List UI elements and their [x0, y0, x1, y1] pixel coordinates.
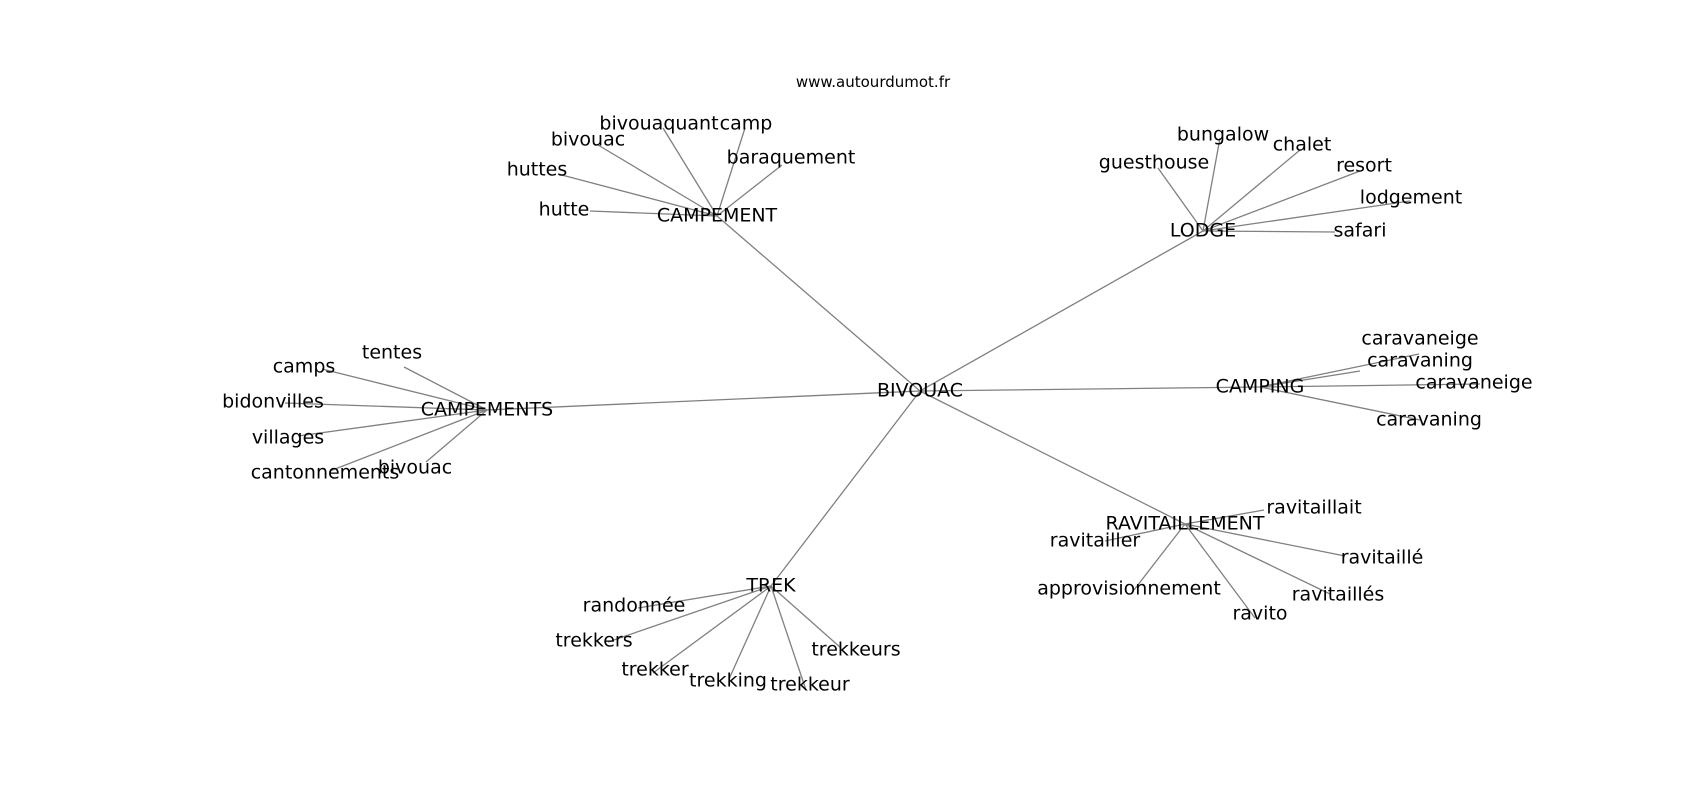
word-node[interactable]: bivouaquant [599, 113, 718, 135]
word-node[interactable]: approvisionnement [1037, 578, 1221, 600]
word-node[interactable]: bivouac [378, 457, 452, 479]
word-node[interactable]: ravito [1232, 603, 1287, 625]
edge-camping-leaf [1259, 386, 1421, 421]
edge-trek-leaf [652, 585, 772, 674]
graph-edges [284, 127, 1481, 691]
word-node[interactable]: caravaning [1376, 409, 1482, 431]
edge-camping-leaf [1259, 383, 1481, 388]
hub-node-campements[interactable]: CAMPEMENTS [421, 399, 553, 421]
hub-node-ravitaillement[interactable]: RAVITAILLEMENT [1106, 513, 1265, 535]
edge-lodge-leaf [1157, 167, 1204, 232]
word-node[interactable]: chalet [1273, 134, 1332, 156]
word-node[interactable]: caravaning [1367, 350, 1473, 372]
word-node[interactable]: hutte [539, 199, 590, 221]
edge-campements-leaf [425, 409, 488, 463]
edge-root-trek [770, 390, 921, 587]
word-node[interactable]: bungalow [1177, 124, 1269, 146]
word-node[interactable]: camps [273, 356, 336, 378]
edge-campements-leaf [297, 409, 488, 437]
word-node[interactable]: cantonnements [251, 462, 400, 484]
edge-camping-leaf [1259, 353, 1420, 388]
word-node[interactable]: lodgement [1360, 187, 1462, 209]
edge-ravitaillement-leaf [1184, 509, 1265, 525]
edge-campement-leaf [557, 173, 718, 217]
edge-ravitaillement-leaf [1104, 523, 1186, 542]
word-node[interactable]: caravaneige [1361, 328, 1478, 350]
source-caption[interactable]: www.autourdumot.fr [796, 73, 951, 91]
edge-trek-leaf [770, 585, 842, 649]
edge-lodge-leaf [1202, 200, 1411, 232]
edge-campements-leaf [403, 366, 488, 411]
word-node[interactable]: trekkeurs [811, 639, 900, 661]
edge-lodge-leaf [1202, 137, 1221, 232]
edge-root-camping [919, 386, 1261, 392]
word-node[interactable]: resort [1336, 155, 1392, 177]
word-node[interactable]: bidonvilles [222, 391, 324, 413]
word-node[interactable]: trekker [621, 659, 689, 681]
word-node[interactable]: ravitaillait [1266, 497, 1361, 519]
edge-root-campements [486, 390, 921, 411]
edge-lodge-leaf [1202, 170, 1361, 232]
word-node[interactable]: camp [720, 113, 773, 135]
hub-node-trek[interactable]: TREK [745, 575, 796, 597]
word-node[interactable]: guesthouse [1099, 152, 1209, 174]
hub-node-lodge[interactable]: LODGE [1170, 220, 1236, 242]
word-node[interactable]: baraquement [727, 147, 856, 169]
word-node[interactable]: trekkeur [770, 674, 850, 696]
edge-lodge-leaf [1202, 230, 1336, 233]
word-node[interactable]: tentes [362, 342, 422, 364]
edge-trek-leaf [770, 585, 807, 691]
hub-node-campement[interactable]: CAMPEMENT [657, 205, 778, 227]
edge-camping-leaf [1259, 370, 1361, 388]
word-node[interactable]: safari [1334, 220, 1387, 242]
word-node[interactable]: huttes [507, 159, 568, 181]
edge-campement-leaf [716, 164, 783, 217]
edge-trek-leaf [607, 585, 772, 643]
edge-root-lodge [919, 230, 1204, 392]
word-node[interactable]: caravaneige [1415, 372, 1532, 394]
edge-ravitaillement-leaf [1184, 523, 1256, 619]
edge-campements-leaf [284, 402, 488, 411]
edge-root-ravitaillement [919, 390, 1186, 525]
word-node[interactable]: trekking [689, 670, 767, 692]
edge-trek-leaf [637, 585, 772, 609]
word-node[interactable]: ravitailler [1050, 530, 1141, 552]
edge-ravitaillement-leaf [1184, 523, 1331, 595]
root-word-node[interactable]: BIVOUAC [877, 380, 963, 402]
edge-lodge-leaf [1202, 149, 1301, 232]
word-node[interactable]: randonnée [583, 595, 686, 617]
edge-ravitaillement-leaf [1184, 523, 1346, 557]
edge-ravitaillement-leaf [1133, 523, 1186, 591]
edge-trek-leaf [728, 585, 772, 680]
edge-campement-leaf [662, 127, 718, 217]
edge-campement-leaf [589, 210, 718, 217]
word-node[interactable]: ravitaillé [1341, 547, 1424, 569]
edge-campement-leaf [716, 127, 746, 217]
word-node[interactable]: bivouac [551, 129, 625, 151]
hub-node-camping[interactable]: CAMPING [1216, 376, 1305, 398]
edge-campement-leaf [597, 144, 718, 217]
edge-root-campement [716, 215, 921, 392]
word-node[interactable]: trekkers [555, 630, 632, 652]
edge-campements-leaf [329, 409, 488, 472]
edge-campements-leaf [321, 368, 488, 411]
word-node[interactable]: villages [252, 427, 324, 449]
word-node[interactable]: ravitaillés [1292, 584, 1385, 606]
